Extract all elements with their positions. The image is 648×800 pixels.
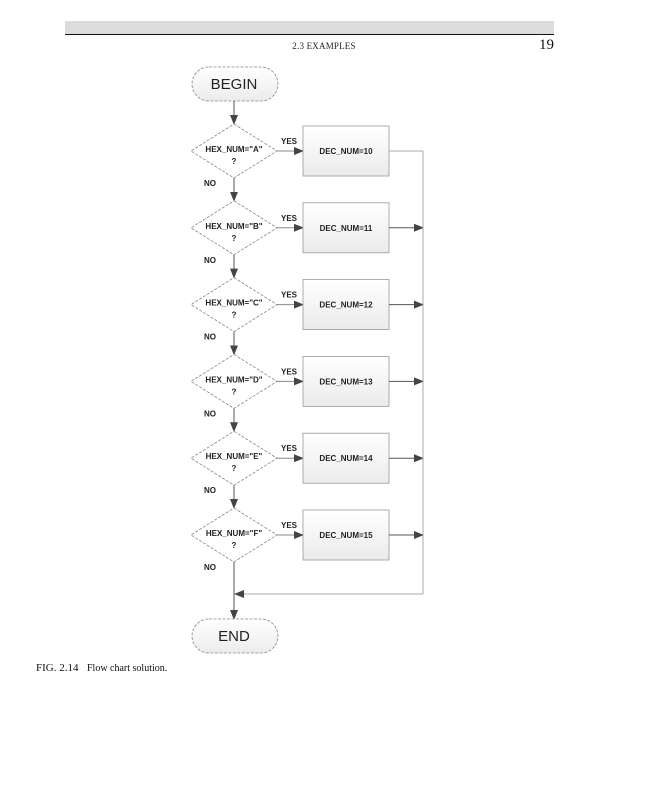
action-box <box>302 509 390 561</box>
decision-question: ? <box>232 541 237 550</box>
end-terminator <box>191 618 279 654</box>
header-rule <box>65 34 554 35</box>
figure-number: FIG. 2.14 <box>36 662 79 674</box>
action-box <box>302 125 390 177</box>
yes-label: YES <box>281 137 298 146</box>
action-label: DEC_NUM=15 <box>319 531 373 540</box>
decision-condition: HEX_NUM="B" <box>205 222 262 231</box>
no-label: NO <box>204 409 216 418</box>
begin-label: BEGIN <box>211 76 258 93</box>
running-head: 2.3 EXAMPLES <box>292 41 356 51</box>
yes-label: YES <box>281 291 298 300</box>
figure-caption-text: Flow chart solution. <box>86 663 168 674</box>
no-label: NO <box>204 333 216 342</box>
no-label: NO <box>204 179 216 188</box>
no-label: NO <box>204 486 216 495</box>
action-label: DEC_NUM=10 <box>319 147 373 156</box>
decision-question: ? <box>232 234 237 243</box>
end-label: END <box>218 628 250 645</box>
action-label: DEC_NUM=14 <box>319 454 373 463</box>
decision-question: ? <box>232 464 237 473</box>
yes-label: YES <box>281 521 298 530</box>
decision-condition: HEX_NUM="A" <box>205 145 262 154</box>
page-number: 19 <box>539 37 554 53</box>
begin-terminator <box>191 66 279 102</box>
no-label: NO <box>204 563 216 572</box>
decision-condition: HEX_NUM="D" <box>205 375 262 384</box>
yes-label: YES <box>281 214 298 223</box>
action-box <box>302 432 390 484</box>
action-label: DEC_NUM=13 <box>319 377 373 386</box>
action-box <box>302 355 390 407</box>
yes-label: YES <box>281 444 298 453</box>
yes-label: YES <box>281 367 298 376</box>
decision-question: ? <box>232 157 237 166</box>
decision-question: ? <box>232 311 237 320</box>
header-band <box>65 21 554 34</box>
action-box <box>302 279 390 331</box>
action-label: DEC_NUM=11 <box>320 224 373 233</box>
action-label: DEC_NUM=12 <box>319 301 373 310</box>
decision-condition: HEX_NUM="F" <box>206 529 262 538</box>
no-label: NO <box>204 256 216 265</box>
decision-condition: HEX_NUM="C" <box>205 299 262 308</box>
decision-condition: HEX_NUM="E" <box>206 452 263 461</box>
decision-question: ? <box>232 387 237 396</box>
figure-caption: FIG. 2.14 Flow chart solution. <box>36 662 167 674</box>
